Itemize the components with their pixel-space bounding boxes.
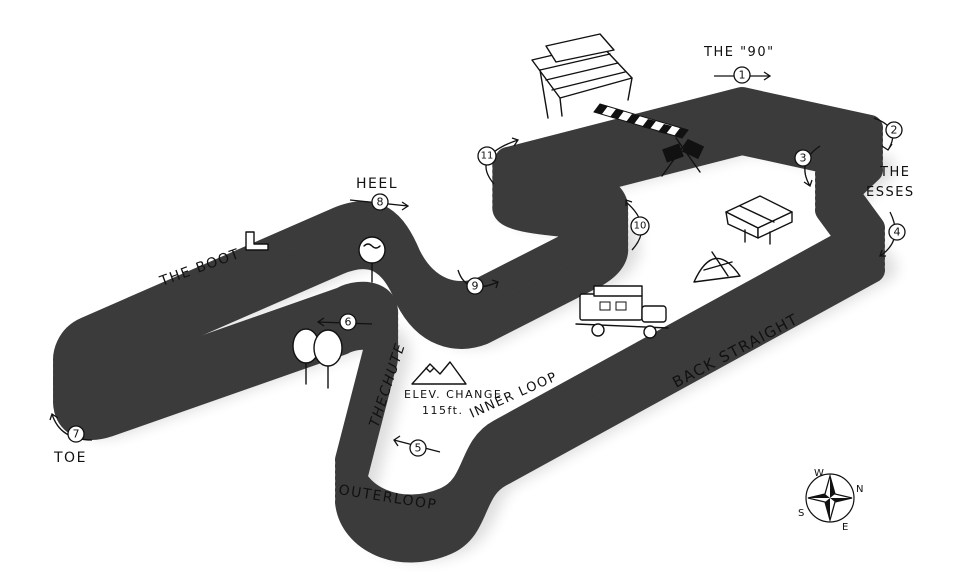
label-toe: TOE [53,450,87,466]
compass-e: E [842,522,850,533]
label-the-90: THE "90" [703,45,775,60]
crossed-flags-icon [661,137,705,177]
svg-text:5: 5 [415,442,422,455]
svg-text:3: 3 [800,152,807,165]
tree-icon [358,236,386,283]
track-surface [53,87,885,521]
camper-truck-icon [575,285,669,339]
label-the-esses-line1: THE [879,165,910,180]
compass-w: W [814,468,825,479]
barn-icon [725,195,793,245]
turn-10: 10 [625,199,650,251]
svg-text:10: 10 [634,221,647,232]
svg-text:4: 4 [894,226,901,239]
tent-icon [693,251,741,283]
grandstand-icon [531,33,633,119]
compass-s: S [798,508,806,519]
mountain-icon [411,361,467,385]
compass-n: N [856,484,865,495]
label-the-esses-line2: ESSES [866,185,915,200]
svg-text:6: 6 [345,316,352,329]
turn-8: 8 [349,193,410,211]
turn-6: 6 [316,313,373,331]
turn-4: 4 [879,211,906,257]
turn-5: 5 [393,435,441,457]
turn-1: 1 [714,66,772,84]
tree-icon [292,328,343,389]
turn-9: 9 [457,269,499,295]
svg-text:1: 1 [739,69,746,82]
turn-11: 11 [477,137,520,185]
svg-text:9: 9 [472,280,479,293]
label-heel: HEEL [356,176,398,192]
turn-2: 2 [873,117,903,151]
turn-3: 3 [794,145,821,188]
label-elev-change-line1: ELEV. CHANGE [404,388,502,401]
svg-text:8: 8 [377,196,384,209]
boot-icon [245,231,269,251]
label-elev-change-line2: 115ft. [422,404,463,417]
svg-text:7: 7 [73,428,80,441]
svg-text:11: 11 [481,151,494,162]
checkered-flag-icon [593,103,689,139]
compass-rose-icon: N S E W [798,468,865,533]
svg-text:2: 2 [891,124,898,137]
turn-7: 7 [49,412,93,443]
